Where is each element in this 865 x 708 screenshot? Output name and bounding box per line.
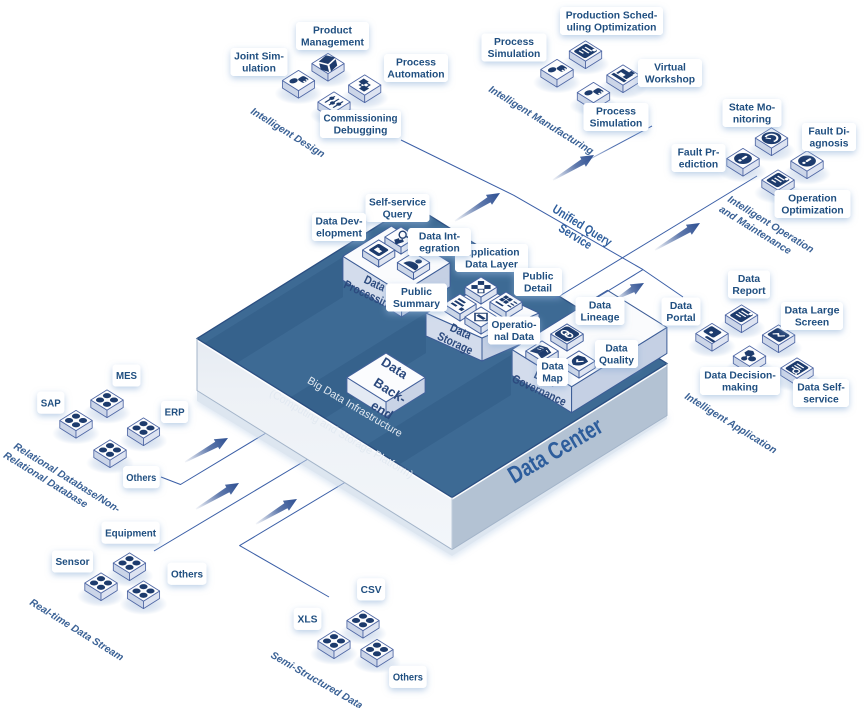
svg-text:Detail: Detail <box>524 284 552 295</box>
svg-text:Operation: Operation <box>788 194 837 205</box>
svg-text:elopment: elopment <box>316 229 362 240</box>
svg-text:Data Layer: Data Layer <box>465 260 518 271</box>
svg-text:Data Int-: Data Int- <box>419 232 461 243</box>
svg-text:State Mo-: State Mo- <box>729 103 776 114</box>
svg-text:Equipment: Equipment <box>105 528 157 539</box>
svg-text:Simulation: Simulation <box>488 49 541 60</box>
svg-text:egration: egration <box>419 244 460 255</box>
svg-text:Fault Pr-: Fault Pr- <box>678 148 720 159</box>
svg-text:XLS: XLS <box>298 615 318 626</box>
svg-text:Operatio-: Operatio- <box>492 320 538 331</box>
svg-text:Management: Management <box>301 38 365 49</box>
svg-text:Data: Data <box>589 301 612 312</box>
svg-text:Public: Public <box>523 272 554 283</box>
svg-text:agnosis: agnosis <box>810 139 849 150</box>
svg-text:Data: Data <box>670 301 693 312</box>
svg-text:Screen: Screen <box>795 318 829 329</box>
svg-text:Others: Others <box>126 473 156 484</box>
svg-text:Portal: Portal <box>666 313 695 324</box>
svg-text:Data: Data <box>605 344 628 355</box>
svg-text:Others: Others <box>393 673 423 684</box>
svg-text:Self-service: Self-service <box>369 198 426 209</box>
svg-text:Data Large: Data Large <box>785 306 840 317</box>
svg-text:Report: Report <box>732 286 766 297</box>
svg-text:nal Data: nal Data <box>494 332 534 343</box>
svg-text:Automation: Automation <box>387 70 444 81</box>
svg-text:Query: Query <box>383 210 413 221</box>
svg-text:service: service <box>803 395 839 406</box>
svg-text:Application: Application <box>463 248 519 259</box>
svg-text:Summary: Summary <box>393 299 440 310</box>
svg-text:Process: Process <box>596 107 636 118</box>
svg-text:Workshop: Workshop <box>645 75 695 86</box>
svg-text:Commissioning: Commissioning <box>324 114 398 125</box>
svg-text:making: making <box>722 383 758 394</box>
svg-text:Public: Public <box>401 287 432 298</box>
svg-text:Sensor: Sensor <box>56 557 90 568</box>
svg-text:Production Sched-: Production Sched- <box>566 11 658 22</box>
svg-text:Debugging: Debugging <box>334 126 388 137</box>
svg-text:Data Dev-: Data Dev- <box>316 217 364 228</box>
svg-text:Data Self-: Data Self- <box>797 383 845 394</box>
svg-text:Joint Sim-: Joint Sim- <box>234 52 284 63</box>
svg-text:Data: Data <box>738 274 761 285</box>
svg-text:MES: MES <box>116 371 137 382</box>
svg-text:Others: Others <box>171 569 203 580</box>
svg-text:SAP: SAP <box>41 398 61 409</box>
svg-text:Lineage: Lineage <box>581 313 620 324</box>
svg-text:ERP: ERP <box>165 408 185 419</box>
svg-text:Simulation: Simulation <box>590 119 643 130</box>
svg-text:Process: Process <box>396 58 436 69</box>
svg-text:ediction: ediction <box>679 160 718 171</box>
svg-text:Quality: Quality <box>599 356 634 367</box>
svg-text:Data Decision-: Data Decision- <box>704 371 776 382</box>
svg-text:Fault Di-: Fault Di- <box>808 127 850 138</box>
svg-text:Map: Map <box>542 374 563 385</box>
svg-text:nitoring: nitoring <box>733 115 771 126</box>
svg-text:ulation: ulation <box>242 64 276 75</box>
svg-text:Product: Product <box>313 26 352 37</box>
svg-text:Data: Data <box>541 362 564 373</box>
svg-text:Optimization: Optimization <box>781 206 843 217</box>
svg-text:Virtual: Virtual <box>654 63 686 74</box>
svg-text:CSV: CSV <box>361 585 382 596</box>
svg-text:uling Optimization: uling Optimization <box>567 23 657 34</box>
svg-text:Process: Process <box>494 37 534 48</box>
